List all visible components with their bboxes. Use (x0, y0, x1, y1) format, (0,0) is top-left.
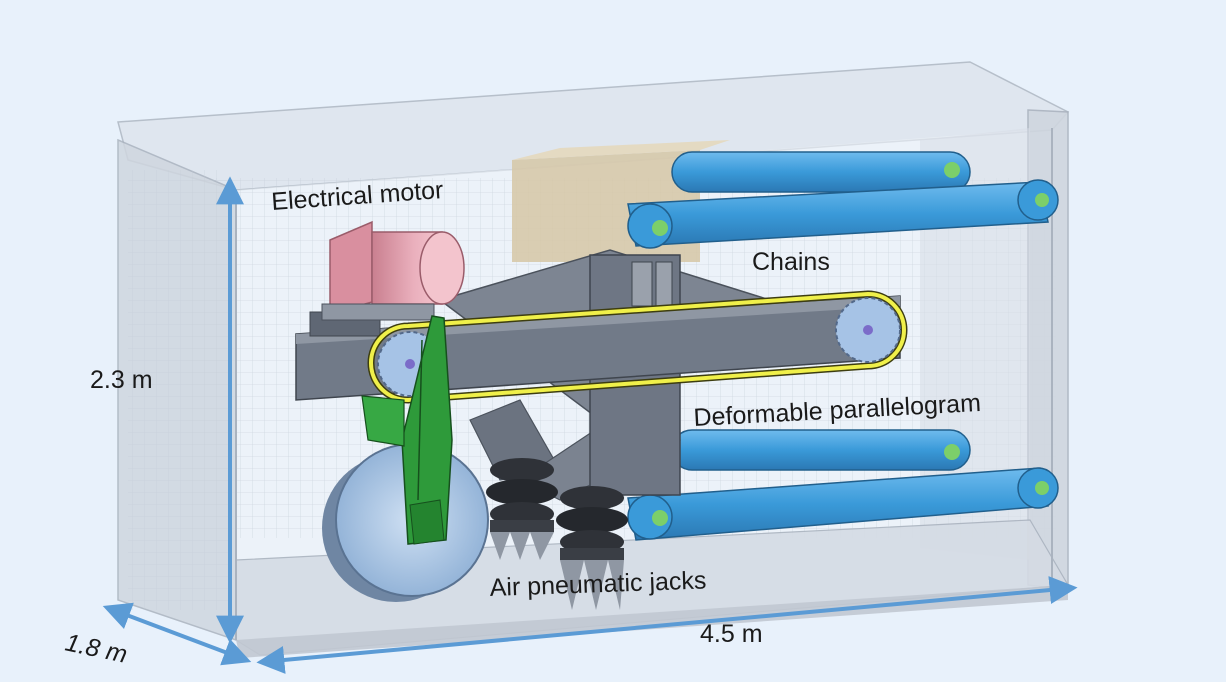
length-dimension-label: 4.5 m (700, 620, 763, 648)
pneumatic-jacks (486, 458, 628, 610)
dimension-arrows (102, 176, 1078, 674)
chains-label: Chains (752, 248, 830, 276)
height-dimension-label: 2.3 m (90, 366, 153, 394)
length-dimension-arrow (256, 576, 1078, 674)
lower-arms (627, 429, 1059, 541)
depth-dimension-arrow (102, 602, 252, 666)
depth-dimension-label: 1.8 m (63, 628, 130, 668)
upper-arms (627, 151, 1059, 249)
electric-motor (321, 220, 465, 321)
green-bracket (361, 315, 453, 545)
